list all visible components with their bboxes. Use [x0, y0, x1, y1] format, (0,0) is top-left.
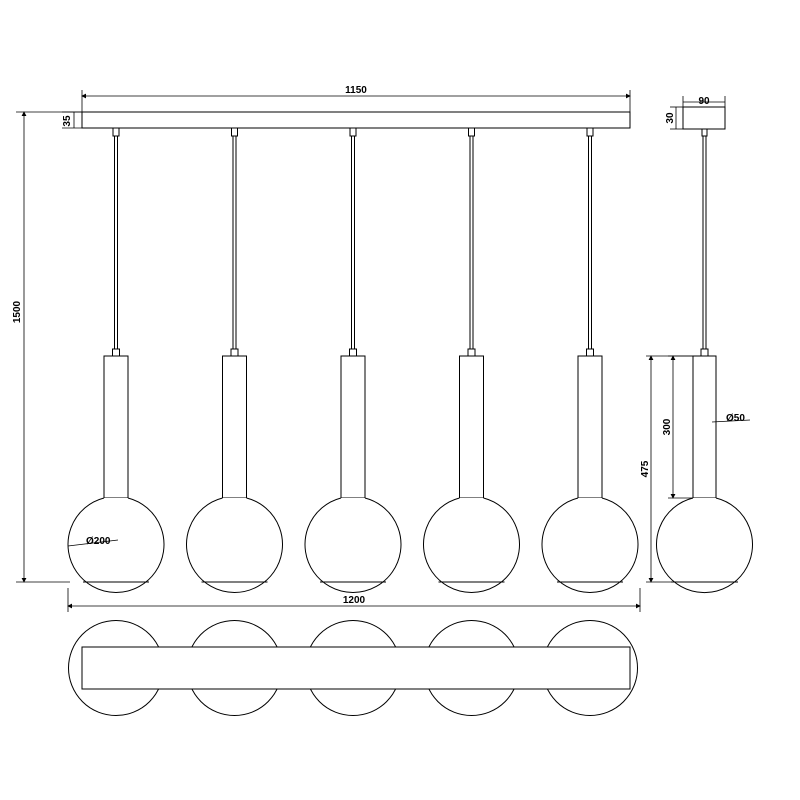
canopy-height-dimension: 35	[62, 111, 82, 129]
cord-connector	[468, 127, 475, 137]
globe-diameter-label: Ø200	[86, 536, 111, 547]
side-view: 90 30 Ø50 300	[640, 96, 753, 594]
pendant	[67, 127, 165, 593]
side-canopy-width-label: 90	[698, 96, 710, 107]
tube-length-label: 300	[662, 418, 673, 435]
canopy-length-label: 1150	[345, 85, 367, 96]
globe	[423, 497, 520, 593]
canopy-height-label: 35	[62, 115, 73, 127]
pendants	[67, 127, 639, 593]
shade-height-dimension: 475	[640, 355, 693, 583]
tube	[459, 355, 484, 499]
overall-width-label: 1200	[343, 595, 366, 606]
globe	[67, 497, 165, 593]
side-cord-connector	[701, 128, 708, 137]
side-canopy-height-label: 30	[665, 112, 676, 124]
globe	[541, 497, 639, 593]
cord-connector	[112, 127, 120, 137]
front-view: 1150 35 1500 Ø200 1200	[12, 85, 641, 612]
shade-height-label: 475	[640, 460, 651, 477]
pendant	[423, 127, 520, 593]
top-canopy-bar	[81, 646, 631, 690]
side-canopy	[682, 106, 726, 130]
canopy-bar	[81, 111, 631, 129]
side-globe	[656, 497, 753, 594]
cord-connector	[349, 127, 357, 137]
globe	[304, 497, 402, 593]
tube-diameter-label: Ø50	[726, 413, 745, 424]
tube	[577, 355, 603, 499]
tube	[222, 355, 247, 499]
tube	[103, 355, 129, 499]
globe-diameter-dimension: Ø200	[67, 536, 119, 547]
cord-connector	[586, 127, 594, 137]
pendant	[541, 127, 639, 593]
side-canopy-width-dimension: 90	[682, 96, 726, 107]
pendant	[304, 127, 402, 593]
top-view	[68, 620, 638, 716]
canopy-length-dimension: 1150	[81, 85, 631, 112]
tube-diameter-dimension: Ø50	[711, 413, 751, 424]
cord-connector	[231, 127, 238, 137]
side-canopy-height-dimension: 30	[665, 106, 683, 130]
overall-width-dimension: 1200	[67, 588, 641, 612]
pendant	[186, 127, 283, 593]
side-tube	[692, 355, 717, 499]
globe	[186, 497, 283, 593]
tube-length-dimension: 300	[662, 355, 693, 499]
tube	[340, 355, 366, 499]
overall-height-label: 1500	[12, 300, 23, 323]
overall-height-dimension: 1500	[12, 111, 82, 583]
